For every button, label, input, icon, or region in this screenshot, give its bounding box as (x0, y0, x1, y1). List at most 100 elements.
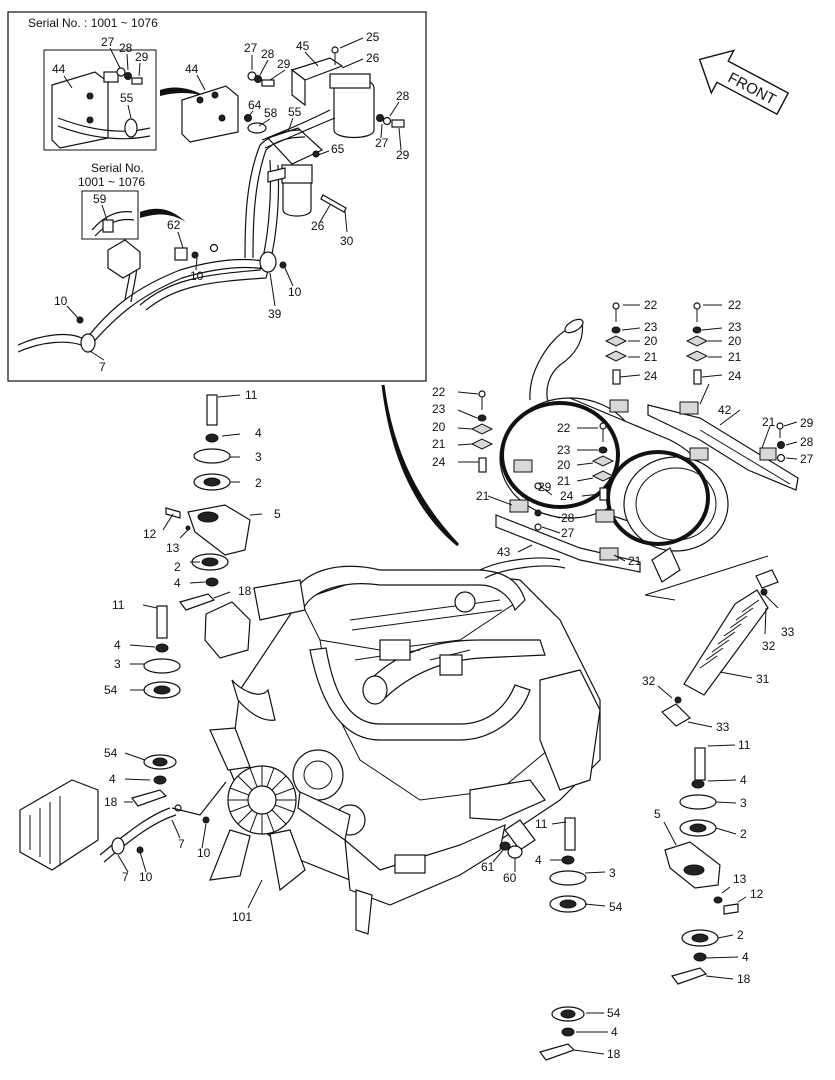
callout-29: 29 (396, 148, 410, 162)
callout-4: 4 (742, 950, 749, 964)
callout-33: 33 (716, 720, 730, 734)
callout-54: 54 (609, 900, 623, 914)
callout-21: 21 (644, 350, 658, 364)
callout-2: 2 (737, 928, 744, 942)
callout-5: 5 (274, 507, 281, 521)
engine-mount-left-top (165, 394, 251, 611)
callout-24: 24 (432, 455, 446, 469)
callout-2: 2 (174, 560, 181, 574)
serial-label-inner-1: Serial No. (91, 161, 144, 175)
callout-28: 28 (261, 47, 275, 61)
callout-44: 44 (185, 62, 199, 76)
callout-29: 29 (277, 57, 291, 71)
callout-32: 32 (762, 639, 776, 653)
callout-54: 54 (607, 1006, 621, 1020)
engine-block (204, 557, 601, 935)
fan (209, 727, 351, 892)
callout-21: 21 (628, 554, 642, 568)
inset-frame (7, 11, 427, 382)
callout-11: 11 (738, 738, 751, 752)
callout-24: 24 (560, 489, 574, 503)
callout-13: 13 (166, 541, 180, 555)
callout-23: 23 (432, 402, 446, 416)
callout-43: 43 (497, 545, 511, 559)
callout-65: 65 (331, 142, 345, 156)
callout-21: 21 (476, 489, 490, 503)
serial-label-top: Serial No. : 1001 ~ 1076 (28, 16, 158, 30)
callout-27: 27 (244, 41, 258, 55)
callout-33: 33 (781, 625, 795, 639)
callout-28: 28 (396, 89, 410, 103)
callout-28: 28 (800, 435, 814, 449)
callout-22: 22 (432, 385, 446, 399)
callout-26: 26 (311, 219, 325, 233)
subbox-clip (81, 190, 139, 240)
callout-20: 20 (644, 334, 658, 348)
callout-29: 29 (538, 480, 552, 494)
callout-3: 3 (740, 796, 747, 810)
callout-4: 4 (174, 576, 181, 590)
callout-11: 11 (112, 598, 125, 612)
callout-64: 64 (248, 98, 262, 112)
callout-61: 61 (481, 860, 495, 874)
callout-54: 54 (104, 746, 118, 760)
callout-18: 18 (737, 972, 751, 986)
callout-2: 2 (740, 827, 747, 841)
callout-4: 4 (109, 772, 116, 786)
callout-55: 55 (120, 91, 134, 105)
cooler-unit (19, 779, 227, 871)
callout-54: 54 (104, 683, 118, 697)
callout-21: 21 (728, 350, 742, 364)
inset-callouts: 44 27 28 29 55 44 27 28 29 64 58 45 25 2… (52, 30, 410, 374)
callout-4: 4 (740, 773, 747, 787)
front-arrow: FRONT (698, 49, 790, 116)
callout-39: 39 (268, 307, 282, 321)
callout-10: 10 (197, 846, 211, 860)
callout-60: 60 (503, 871, 517, 885)
callout-55: 55 (288, 105, 302, 119)
engine-mount-bottom-center (499, 817, 587, 1061)
callout-7: 7 (122, 870, 129, 884)
callout-4: 4 (255, 426, 262, 440)
callout-11: 11 (535, 817, 548, 831)
callout-21: 21 (762, 415, 776, 429)
callout-20: 20 (432, 420, 446, 434)
callout-29: 29 (135, 50, 149, 64)
callout-29: 29 (800, 416, 814, 430)
inset-leader (381, 384, 460, 547)
callout-20: 20 (557, 458, 571, 472)
callout-62: 62 (167, 218, 181, 232)
engine-mount-left-mid (130, 605, 181, 807)
callout-45: 45 (296, 39, 310, 53)
callout-7: 7 (178, 837, 185, 851)
callout-18: 18 (238, 584, 252, 598)
callout-10: 10 (288, 285, 302, 299)
callout-18: 18 (104, 795, 118, 809)
callout-7: 7 (99, 360, 106, 374)
callout-59: 59 (93, 192, 107, 206)
callout-12: 12 (143, 527, 157, 541)
callout-3: 3 (609, 866, 616, 880)
engine-mount-right (664, 747, 739, 985)
callout-42: 42 (718, 403, 732, 417)
callout-23: 23 (644, 320, 658, 334)
callout-31: 31 (756, 672, 770, 686)
callout-27: 27 (561, 526, 575, 540)
callout-30: 30 (340, 234, 354, 248)
callout-10: 10 (190, 269, 204, 283)
subbox-bracket (43, 49, 157, 151)
callout-4: 4 (114, 638, 121, 652)
callout-3: 3 (114, 657, 121, 671)
callout-10: 10 (139, 870, 153, 884)
callout-58: 58 (264, 106, 278, 120)
callout-22: 22 (728, 298, 742, 312)
callout-27: 27 (800, 452, 814, 466)
callout-27: 27 (375, 136, 389, 150)
callout-20: 20 (728, 334, 742, 348)
callout-44: 44 (52, 62, 66, 76)
leader-lines (117, 304, 798, 1055)
callout-26: 26 (366, 51, 380, 65)
callout-5: 5 (654, 807, 661, 821)
callout-101: 101 (232, 910, 252, 924)
